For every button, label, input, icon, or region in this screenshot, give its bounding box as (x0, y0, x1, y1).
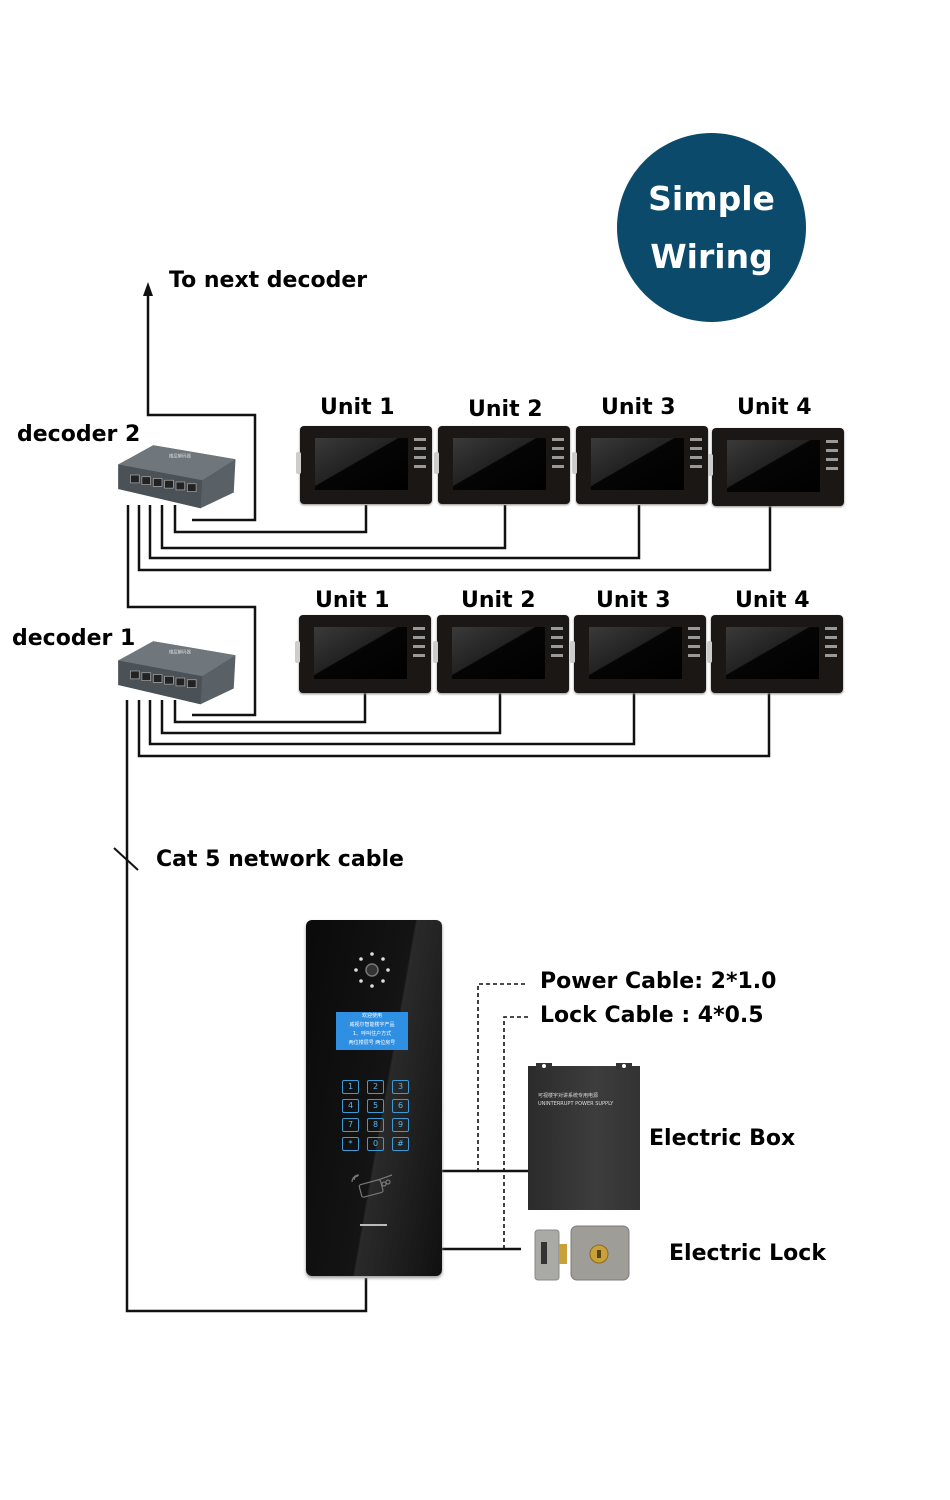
electric-lock-device (534, 1225, 630, 1281)
wire-d1-unit3 (148, 693, 636, 746)
decoder-1-device: 楼层解码器 (118, 641, 236, 705)
monitor-buttons (546, 438, 564, 468)
lock-cable-leader (503, 1016, 528, 1249)
monitor-screen (453, 438, 546, 490)
indoor-monitor (707, 615, 843, 693)
indoor-monitor (295, 615, 431, 693)
electric-box-label: Electric Box (649, 1126, 796, 1151)
mounting-ears (536, 1063, 632, 1070)
monitor-screen (452, 627, 545, 679)
outdoor-door-panel: 欢迎使用 威视尔智能楼宇产品 1、呼叫住户方式 两位楼层号 两位房号 1 2 3… (306, 920, 442, 1276)
key: * (342, 1137, 359, 1151)
monitor-screen (589, 627, 682, 679)
wire-d1-unit4 (137, 693, 771, 758)
lcd-line: 1、呼叫住户方式 (352, 1031, 392, 1037)
wire-d2-unit4 (137, 505, 772, 572)
indoor-monitor (570, 615, 706, 693)
lcd-line: 欢迎使用 (361, 1013, 382, 1019)
cat5-cable-label: Cat 5 network cable (156, 847, 404, 872)
power-supply-en: UNINTERRUPT POWER SUPPLY (538, 1101, 614, 1107)
floor1-unit4-label: Unit 4 (735, 588, 810, 613)
lcd-line: 两位楼层号 两位房号 (348, 1040, 396, 1046)
key: 1 (342, 1080, 359, 1094)
key: 7 (342, 1118, 359, 1132)
floor2-unit1-label: Unit 1 (320, 395, 395, 420)
lcd-display: 欢迎使用 威视尔智能楼宇产品 1、呼叫住户方式 两位楼层号 两位房号 (336, 1012, 408, 1050)
key: 2 (367, 1080, 384, 1094)
monitor-buttons (684, 438, 702, 468)
lcd-line: 威视尔智能楼宇产品 (349, 1022, 395, 1028)
wire-d2-unit3 (148, 505, 641, 560)
key: 0 (367, 1137, 384, 1151)
wire-d2-unit1 (173, 505, 368, 534)
monitor-buttons (682, 627, 700, 657)
badge-line1: Simple (648, 178, 775, 218)
wire-d2-unit2 (160, 505, 507, 550)
lock-cable-label: Lock Cable : 4*0.5 (540, 1003, 764, 1028)
power-cable-leader (477, 983, 525, 1171)
decoder-title: 楼层解码器 (169, 649, 191, 656)
decoder-2-label: decoder 2 (17, 422, 141, 447)
power-cable-label: Power Cable: 2*1.0 (540, 969, 777, 994)
floor1-unit2-label: Unit 2 (461, 588, 536, 613)
key: 6 (392, 1099, 409, 1113)
monitor-screen (315, 438, 408, 490)
power-supply-label: 可视楼宇对讲系统专用电源 UNINTERRUPT POWER SUPPLY (538, 1092, 613, 1108)
monitor-screen (314, 627, 407, 679)
floor1-unit1-label: Unit 1 (315, 588, 390, 613)
floor2-unit2-label: Unit 2 (468, 397, 543, 422)
indoor-monitor (572, 426, 708, 504)
monitor-screen (591, 438, 684, 490)
key: 9 (392, 1118, 409, 1132)
cable-slash-mark (113, 847, 139, 871)
wire-d1-unit2 (160, 693, 502, 735)
monitor-buttons (819, 627, 837, 657)
floor2-unit3-label: Unit 3 (601, 395, 676, 420)
floor1-unit3-label: Unit 3 (596, 588, 671, 613)
monitor-buttons (545, 627, 563, 657)
key: # (392, 1137, 409, 1151)
wire-d1-unit1 (173, 693, 367, 724)
decoder-1-label: decoder 1 (12, 626, 136, 651)
badge-line2: Wiring (650, 236, 773, 276)
decoder-title: 楼层解码器 (169, 453, 191, 460)
wire-to-next-decoder (146, 295, 257, 522)
to-next-decoder-label: To next decoder (169, 268, 368, 293)
simple-wiring-badge: Simple Wiring (617, 133, 806, 322)
key: 5 (367, 1099, 384, 1113)
indoor-monitor (433, 615, 569, 693)
power-supply-cn: 可视楼宇对讲系统专用电源 (538, 1093, 599, 1099)
indoor-monitor (434, 426, 570, 504)
indoor-monitor (708, 428, 844, 506)
monitor-buttons (820, 440, 838, 470)
wire-d2-to-d1 (126, 505, 257, 717)
wire-cat5 (125, 700, 368, 1313)
key: 8 (367, 1118, 384, 1132)
speaker-slot (360, 1224, 387, 1226)
monitor-buttons (407, 627, 425, 657)
key: 4 (342, 1099, 359, 1113)
monitor-screen (726, 627, 819, 679)
key: 3 (392, 1080, 409, 1094)
electric-box-device: 可视楼宇对讲系统专用电源 UNINTERRUPT POWER SUPPLY (528, 1063, 640, 1210)
electric-lock-label: Electric Lock (669, 1241, 826, 1266)
decoder-2-device: 楼层解码器 (118, 445, 236, 509)
indoor-monitor (296, 426, 432, 504)
keypad: 1 2 3 4 5 6 7 8 9 * 0 # (342, 1080, 409, 1151)
monitor-buttons (408, 438, 426, 468)
rfid-card-icon (351, 1174, 393, 1198)
monitor-screen (727, 440, 820, 492)
floor2-unit4-label: Unit 4 (737, 395, 812, 420)
arrow-up-icon (143, 282, 153, 296)
camera-icon (354, 952, 390, 988)
